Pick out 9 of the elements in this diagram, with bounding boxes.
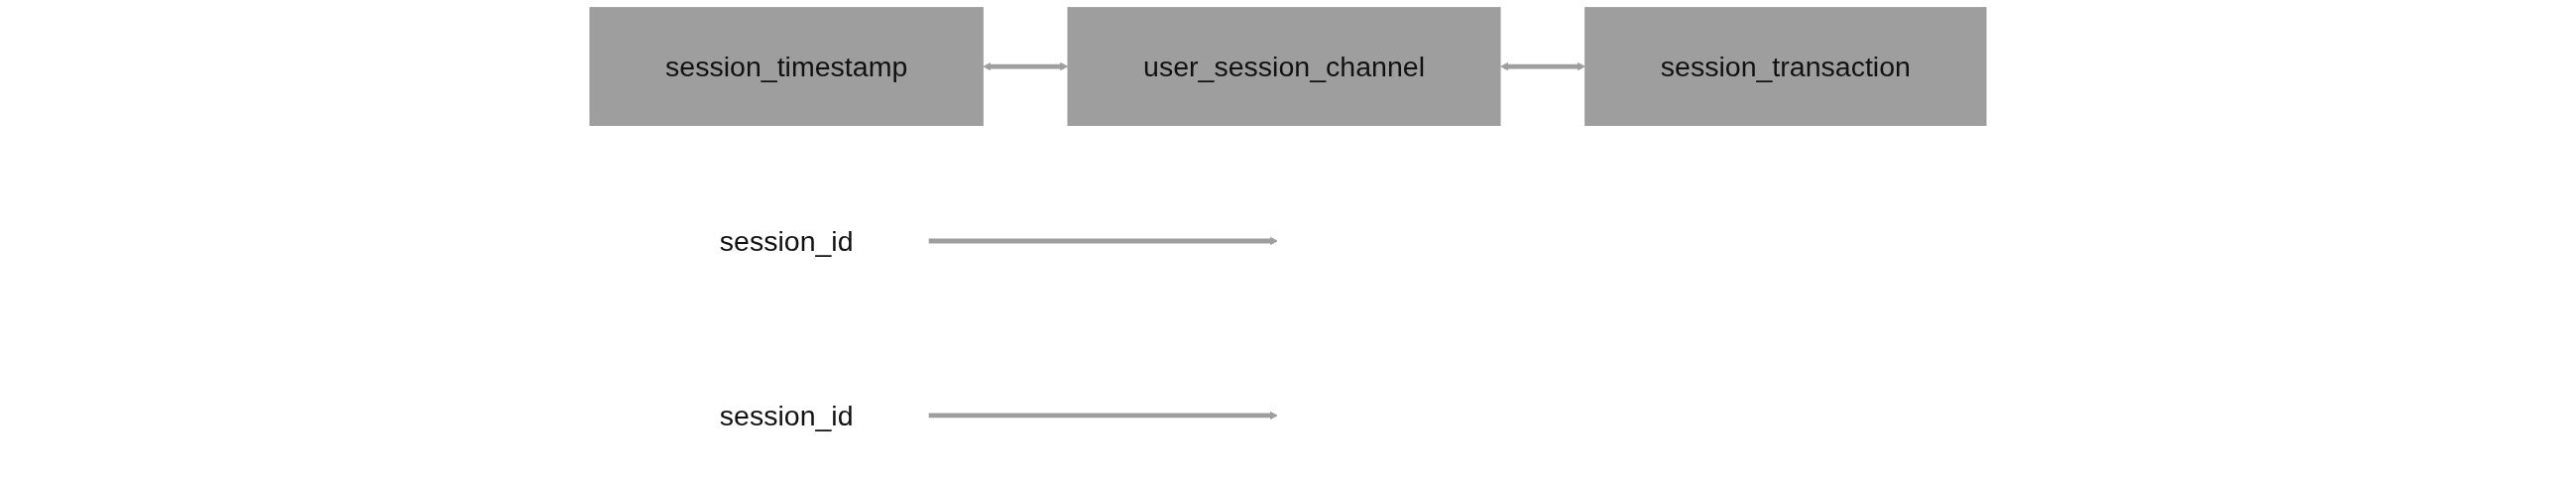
text-label: session_id	[719, 225, 854, 257]
arrow	[928, 236, 1278, 246]
arrow	[928, 411, 1278, 421]
entity-box: session_timestamp	[589, 7, 984, 126]
entity-box: session_transaction	[1584, 7, 1987, 126]
entity-box: user_session_channel	[1067, 7, 1501, 126]
text-label: session_id	[719, 400, 854, 431]
double-arrow	[1500, 61, 1586, 71]
double-arrow	[983, 61, 1069, 71]
